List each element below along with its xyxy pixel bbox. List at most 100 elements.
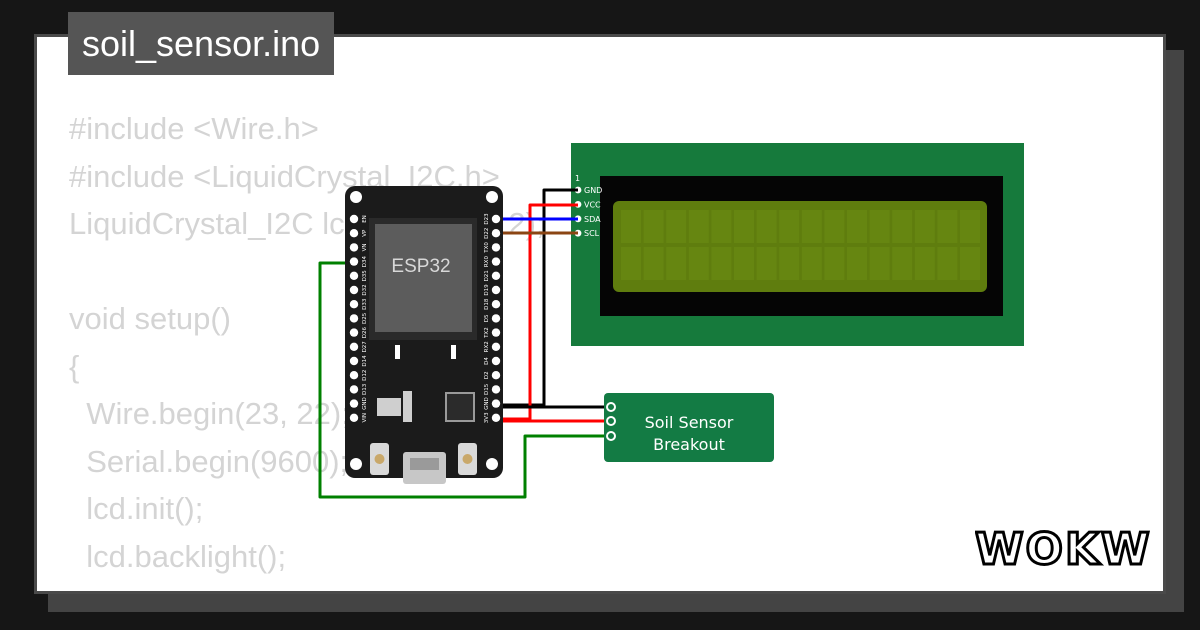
esp32-pin[interactable]: [349, 257, 359, 266]
esp32-pin-label: D15: [484, 383, 490, 395]
esp32-left-pins: ENVPVND34D35D32D33D25D26D27D14D12D13GNDV…: [349, 214, 368, 423]
lcd-pin-label: VCC: [584, 200, 601, 209]
esp32-pin[interactable]: [491, 271, 501, 280]
esp32-pin[interactable]: [491, 257, 501, 266]
regulator-tab: [403, 391, 412, 422]
sensor-pin: [606, 416, 616, 426]
esp32-pin-label: D2: [484, 371, 490, 379]
micro-usb-slot: [410, 458, 439, 470]
esp32-pin[interactable]: [491, 399, 501, 408]
mount-hole: [486, 458, 498, 470]
mount-hole: [486, 191, 498, 203]
esp32-pin-label: D25: [362, 312, 368, 324]
lcd-char-cell: [666, 247, 687, 280]
code-line: #include <Wire.h>: [69, 111, 319, 146]
lcd-char-cell: [621, 247, 641, 280]
esp32-pin-label: D14: [362, 355, 368, 367]
esp32-pin[interactable]: [349, 356, 359, 366]
lcd-char-cell: [734, 210, 754, 243]
esp32-pin[interactable]: [349, 399, 359, 408]
wokwi-logo-icon: WOKWi: [974, 523, 1169, 577]
esp32-pin[interactable]: [491, 371, 501, 380]
code-preview: #include <Wire.h> #include <LiquidCrystal…: [69, 105, 545, 591]
esp32-pin[interactable]: [491, 385, 501, 394]
wire-gnd-lcd[interactable]: [499, 188, 578, 407]
esp32-pin-label: D35: [362, 270, 368, 282]
esp32-pin[interactable]: [491, 342, 501, 351]
lcd-char-cell: [801, 247, 822, 280]
lcd-char-cell: [914, 210, 935, 243]
sensor-pin: [606, 431, 616, 441]
esp32-pin[interactable]: [349, 328, 359, 337]
mount-hole: [350, 458, 362, 470]
esp32-pin[interactable]: [349, 342, 359, 351]
wire-vcc-lcd[interactable]: [499, 203, 578, 421]
esp32-pin[interactable]: [349, 214, 359, 224]
lcd-char-cell: [824, 247, 845, 280]
lcd-char-cell: [756, 210, 777, 243]
esp32-pin[interactable]: [349, 385, 359, 394]
esp32-pin[interactable]: [491, 413, 501, 422]
esp32-pin-label: D5: [484, 314, 490, 322]
mount-hole: [350, 191, 362, 203]
esp32-pin[interactable]: [491, 285, 501, 295]
file-name-tab[interactable]: soil_sensor.ino: [68, 12, 335, 75]
lcd-char-cell: [869, 247, 890, 280]
esp32-pin[interactable]: [349, 243, 359, 252]
esp32-pin[interactable]: [491, 214, 501, 224]
lcd-char-cell: [779, 247, 800, 280]
esp32-board[interactable]: ESP32 ENVPVND34D35D32D33D25D26D27D14D12D…: [345, 186, 503, 484]
lcd-char-cell: [937, 247, 958, 280]
lcd-pin-label: SDA: [584, 215, 601, 224]
lcd-char-cell: [643, 210, 664, 243]
code-line: void setup(): [69, 301, 231, 336]
esp32-pin[interactable]: [491, 328, 501, 337]
lcd-char-cell: [869, 210, 890, 243]
lcd-char-cell: [688, 210, 709, 243]
sensor-pin: [606, 402, 616, 412]
esp32-pin-label: D21: [484, 270, 490, 281]
esp32-pin-label: TX2: [484, 327, 490, 339]
esp32-label: ESP32: [391, 256, 450, 277]
esp32-pin[interactable]: [491, 314, 501, 323]
lcd-pin-number: 1: [575, 174, 580, 183]
lcd-char-cell: [847, 210, 867, 243]
esp32-pin-label: D34: [362, 255, 368, 267]
esp32-pin-label: D19: [484, 284, 490, 296]
led: [395, 345, 400, 359]
lcd-pin-label: SCL: [584, 229, 600, 238]
esp32-pin[interactable]: [491, 243, 501, 252]
esp32-pin-label: TX0: [484, 242, 490, 254]
lcd-char-cell: [734, 247, 754, 280]
voltage-regulator: [377, 398, 401, 416]
lcd-char-cell: [756, 247, 777, 280]
lcd-char-cell: [688, 247, 709, 280]
esp32-pin-label: VIN: [362, 413, 368, 423]
esp32-pin-label: D18: [484, 298, 490, 310]
esp32-pin-label: D33: [362, 298, 368, 310]
esp32-pin[interactable]: [349, 413, 359, 422]
wokwi-logo[interactable]: WOKWi: [974, 522, 1169, 578]
code-line: }: [69, 580, 545, 591]
esp32-pin[interactable]: [349, 285, 359, 295]
esp32-pin[interactable]: [491, 229, 501, 238]
esp32-pin[interactable]: [349, 371, 359, 380]
boot-button-cap: [462, 454, 473, 464]
esp32-pin[interactable]: [349, 229, 359, 238]
esp32-pin[interactable]: [349, 314, 359, 323]
esp32-pin[interactable]: [491, 356, 501, 366]
esp32-pin-label: D32: [362, 284, 368, 295]
soil-sensor-breakout[interactable]: Soil Sensor Breakout: [604, 393, 774, 462]
usb-uart-chip: [445, 392, 475, 422]
esp32-pin[interactable]: [349, 271, 359, 280]
esp32-pin[interactable]: [491, 300, 501, 309]
esp32-pin[interactable]: [349, 300, 359, 309]
lcd-char-cell: [892, 247, 913, 280]
code-line: Wire.begin(23, 22);: [69, 396, 350, 431]
wire-sensor-signal[interactable]: [318, 261, 611, 499]
esp32-pin-label: D27: [362, 341, 368, 353]
lcd-char-cell: [960, 210, 980, 243]
lcd-char-cell: [779, 210, 800, 243]
code-line: #include <LiquidCrystal_I2C.h>: [69, 158, 500, 194]
